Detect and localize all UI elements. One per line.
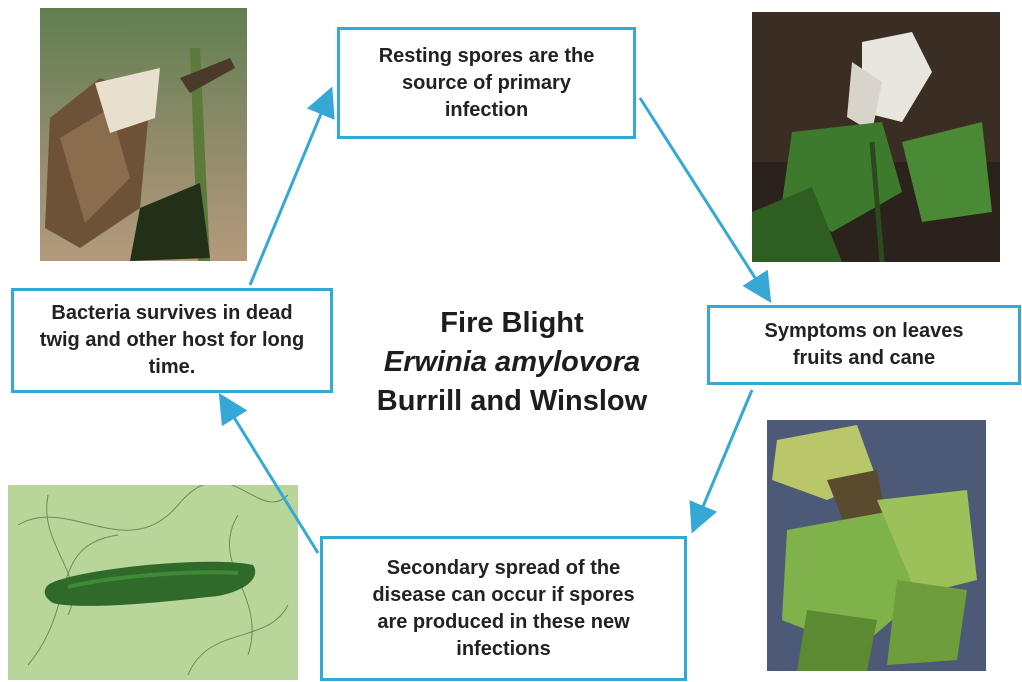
stage-symptoms-text: Symptoms on leaves fruits and cane [765, 318, 964, 372]
dead-twig-photo [40, 8, 247, 261]
stage-secondary-spread-box: Secondary spread of the disease can occu… [320, 536, 687, 681]
arrow-left-to-top [250, 92, 330, 285]
disease-common-name: Fire Blight [352, 304, 672, 343]
disease-title: Fire Blight Erwinia amylovora Burrill an… [352, 304, 672, 421]
arrow-right-to-bottom [694, 390, 752, 528]
stage-symptoms-box: Symptoms on leaves fruits and cane [707, 305, 1021, 385]
infected-leaves-photo [767, 420, 986, 671]
bacterium-micrograph [8, 485, 298, 680]
stage-secondary-spread-text: Secondary spread of the disease can occu… [372, 555, 634, 663]
stage-primary-infection-text: Resting spores are the source of primary… [379, 43, 595, 124]
disease-authority: Burrill and Winslow [352, 382, 672, 421]
disease-scientific-name: Erwinia amylovora [352, 343, 672, 382]
arrow-top-to-right [640, 98, 768, 298]
stage-survival-box: Bacteria survives in dead twig and other… [11, 288, 333, 393]
wilted-shoot-photo [752, 12, 1000, 262]
stage-survival-text: Bacteria survives in dead twig and other… [40, 300, 304, 381]
stage-primary-infection-box: Resting spores are the source of primary… [337, 27, 636, 139]
